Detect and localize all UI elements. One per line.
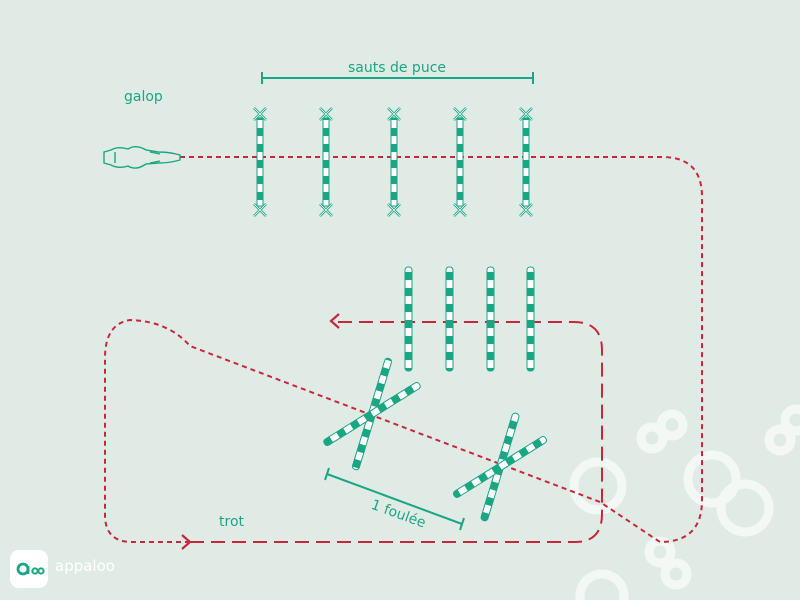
label-galop: galop <box>124 89 163 105</box>
cavaletti-1 <box>253 107 267 217</box>
ground-pole-3 <box>486 266 495 372</box>
trot-poles <box>404 266 535 372</box>
watermark-rings <box>569 404 800 600</box>
appaloo-logo: appaloo <box>10 550 115 588</box>
label-une-foulee: 1 foulée <box>369 497 428 531</box>
arrow-left-icon <box>329 313 340 329</box>
une-foulee-distance-marker <box>324 467 465 531</box>
cavaletti-group <box>253 107 533 217</box>
cavaletti-2 <box>319 107 333 217</box>
trot-route <box>190 321 603 543</box>
ground-pole-4 <box>526 266 535 372</box>
cavaletti-end-bottom <box>253 203 267 217</box>
galop-route <box>104 156 703 544</box>
label-trot: trot <box>219 514 245 530</box>
cavaletti-3 <box>387 107 401 217</box>
horse-icon <box>103 146 181 169</box>
cavaletti-5 <box>519 107 533 217</box>
ground-pole-1 <box>404 266 413 372</box>
logo-name: appaloo <box>55 557 115 575</box>
ground-pole-2 <box>445 266 454 372</box>
cross-jump-2 <box>452 412 548 522</box>
cavaletti-end-top <box>253 107 267 121</box>
cross-jump-1 <box>323 357 421 471</box>
arrow-right-icon <box>181 534 192 550</box>
cavaletti-4 <box>453 107 467 217</box>
sauts-de-puce-distance-marker <box>261 72 534 84</box>
label-sauts-de-puce: sauts de puce <box>348 60 446 76</box>
